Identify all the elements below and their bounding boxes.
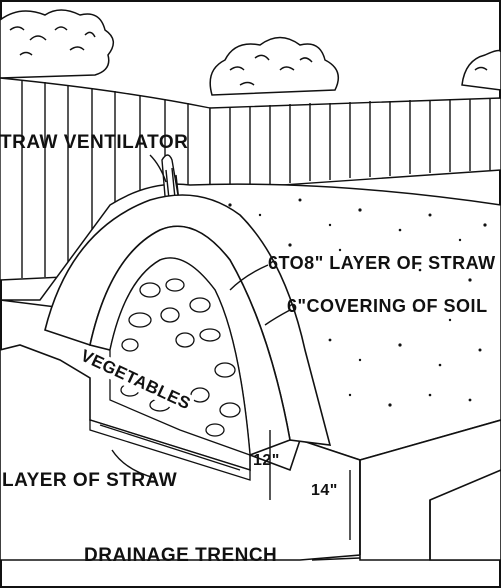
tree-left [0,10,113,78]
depth-12-label: 12" [253,452,280,470]
straw-ventilator-label: TRAW VENTILATOR [0,132,188,154]
depth-14-label: 14" [311,482,338,500]
straw-layer-label: 6TO8" LAYER OF STRAW [268,253,496,274]
bottom-straw-label: LAYER OF STRAW [2,470,177,492]
soil-covering-label: 6"COVERING OF SOIL [287,296,488,317]
drainage-trench-label: DRAINAGE TRENCH [84,545,277,567]
